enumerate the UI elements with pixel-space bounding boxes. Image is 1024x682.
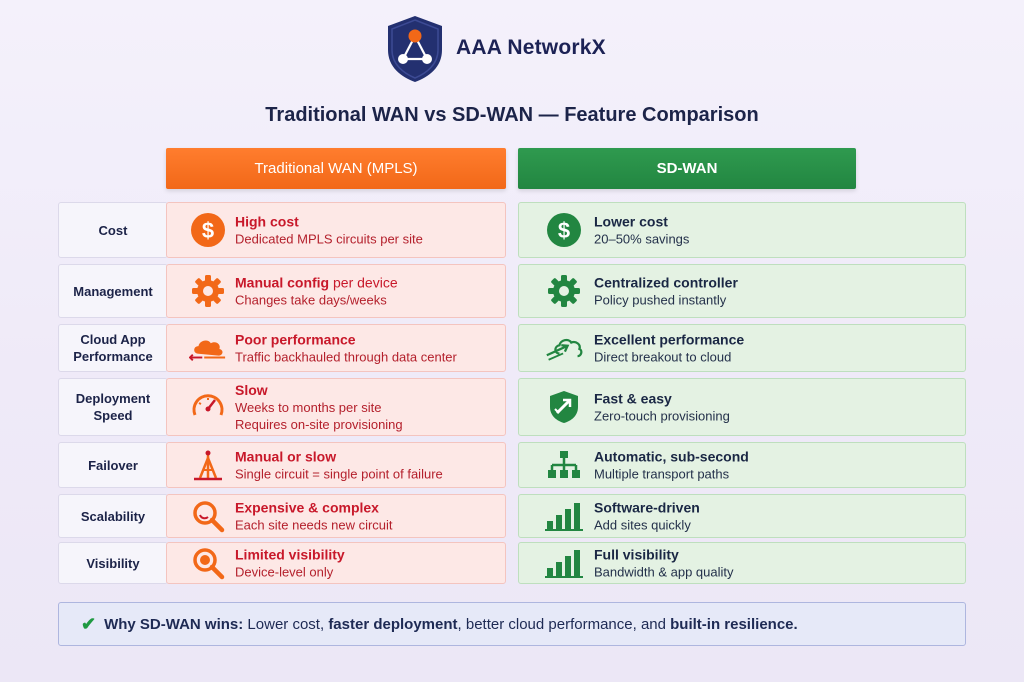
summary-bold: built-in resilience. xyxy=(670,615,798,633)
traditional-cell: Poor performance Traffic backhauled thro… xyxy=(166,324,506,372)
cell-title: Expensive & complex xyxy=(235,499,379,516)
antenna-tower-icon xyxy=(189,446,227,484)
cell-detail: Multiple transport paths xyxy=(594,466,730,482)
svg-text:$: $ xyxy=(558,218,570,243)
cell-detail: Each site needs new circuit xyxy=(235,517,393,533)
cell-title-rest: per device xyxy=(329,274,398,291)
checkmark-icon: ✔ xyxy=(81,613,97,634)
sdwan-cell: Fast & easy Zero-touch provisioning xyxy=(518,378,966,436)
row-label: Deployment Speed xyxy=(58,378,168,436)
traditional-cell: Limited visibility Device-level only xyxy=(166,542,506,584)
comparison-row-cost: Cost $ High cost Dedicated MPLS circuits… xyxy=(58,202,966,258)
row-label: Management xyxy=(58,264,168,318)
comparison-row-visibility: Visibility Limited visibility Device-lev… xyxy=(58,542,966,584)
cell-detail: Changes take days/weeks xyxy=(235,292,387,308)
cell-detail: Add sites quickly xyxy=(594,517,691,533)
dollar-icon: $ xyxy=(189,211,227,249)
cell-title: Software-driven xyxy=(594,499,700,516)
traditional-cell: Slow Weeks to months per site Requires o… xyxy=(166,378,506,436)
comparison-row-management: Management Manual config per device Chan… xyxy=(58,264,966,318)
summary-banner: ✔ Why SD-WAN wins: Lower cost, faster de… xyxy=(58,602,966,646)
cell-detail: 20–50% savings xyxy=(594,231,690,247)
traditional-cell: Manual or slow Single circuit = single p… xyxy=(166,442,506,488)
cell-title: Automatic, sub-second xyxy=(594,448,749,465)
search-icon xyxy=(189,544,227,582)
cloud-breakout-icon xyxy=(545,329,583,367)
summary-text: Lower cost, xyxy=(243,615,329,633)
cell-detail: Traffic backhauled through data center xyxy=(235,349,457,365)
cell-title: Slow xyxy=(235,382,268,398)
cell-title: Fast & easy xyxy=(594,390,672,407)
cell-detail: Bandwidth & app quality xyxy=(594,564,734,580)
summary-lead: Why SD-WAN wins: xyxy=(104,615,244,633)
sdwan-cell: Software-driven Add sites quickly xyxy=(518,494,966,538)
network-shield-icon xyxy=(388,16,442,82)
cell-title: High cost xyxy=(235,213,299,230)
cell-title: Manual or slow xyxy=(235,448,337,465)
cell-title: Centralized controller xyxy=(594,274,738,291)
row-label: Failover xyxy=(58,442,168,488)
gear-icon xyxy=(545,272,583,310)
traditional-cell: $ High cost Dedicated MPLS circuits per … xyxy=(166,202,506,258)
sdwan-cell: Centralized controller Policy pushed ins… xyxy=(518,264,966,318)
comparison-row-cloud-app-performance: Cloud App Performance Poor performance T… xyxy=(58,324,966,372)
traditional-cell: Expensive & complex Each site needs new … xyxy=(166,494,506,538)
cell-detail: Zero-touch provisioning xyxy=(594,408,730,424)
search-icon xyxy=(189,497,227,535)
brand-name: AAA NetworkX xyxy=(456,36,606,59)
bar-chart-icon xyxy=(545,497,583,535)
cell-detail: Dedicated MPLS circuits per site xyxy=(235,231,423,247)
bar-chart-icon xyxy=(545,544,583,582)
sdwan-cell: Automatic, sub-second Multiple transport… xyxy=(518,442,966,488)
summary-text: , better cloud performance, and xyxy=(457,615,671,633)
cell-title: Manual config xyxy=(235,274,330,291)
cloud-backhaul-icon xyxy=(189,329,227,367)
page-title: Traditional WAN vs SD-WAN — Feature Comp… xyxy=(265,104,759,126)
cell-title: Poor performance xyxy=(235,331,356,348)
cell-title: Lower cost xyxy=(594,213,668,230)
comparison-row-scalability: Scalability Expensive & complex Each sit… xyxy=(58,494,966,538)
gear-icon xyxy=(189,272,227,310)
comparison-row-deployment-speed: Deployment Speed Slow Weeks to months pe… xyxy=(58,378,966,436)
sdwan-cell: Full visibility Bandwidth & app quality xyxy=(518,542,966,584)
cell-detail: Weeks to months per site xyxy=(235,400,382,415)
network-tree-icon xyxy=(545,446,583,484)
column-header-sdwan: SD-WAN xyxy=(518,148,856,189)
row-label: Visibility xyxy=(58,542,168,584)
row-label: Cost xyxy=(58,202,168,258)
header: AAA NetworkX xyxy=(0,14,1024,86)
cell-title: Limited visibility xyxy=(235,546,345,563)
row-label: Scalability xyxy=(58,494,168,538)
comparison-row-failover: Failover Manual or slow Single circuit =… xyxy=(58,442,966,488)
speedometer-icon xyxy=(189,388,227,426)
cell-detail: Device-level only xyxy=(235,564,334,580)
cell-detail: Direct breakout to cloud xyxy=(594,349,732,365)
traditional-cell: Manual config per device Changes take da… xyxy=(166,264,506,318)
cell-detail: Policy pushed instantly xyxy=(594,292,727,308)
column-header-traditional: Traditional WAN (MPLS) xyxy=(166,148,506,189)
cell-title: Full visibility xyxy=(594,546,679,563)
cell-detail: Single circuit = single point of failure xyxy=(235,466,443,482)
svg-text:$: $ xyxy=(202,218,214,243)
cell-title: Excellent performance xyxy=(594,331,745,348)
dollar-icon: $ xyxy=(545,211,583,249)
row-label: Cloud App Performance xyxy=(58,324,168,372)
summary-bold: faster deployment xyxy=(328,615,458,633)
rocket-shield-icon xyxy=(545,388,583,426)
sdwan-cell: Excellent performance Direct breakout to… xyxy=(518,324,966,372)
cell-detail: Requires on-site provisioning xyxy=(235,417,403,432)
sdwan-cell: $ Lower cost 20–50% savings xyxy=(518,202,966,258)
